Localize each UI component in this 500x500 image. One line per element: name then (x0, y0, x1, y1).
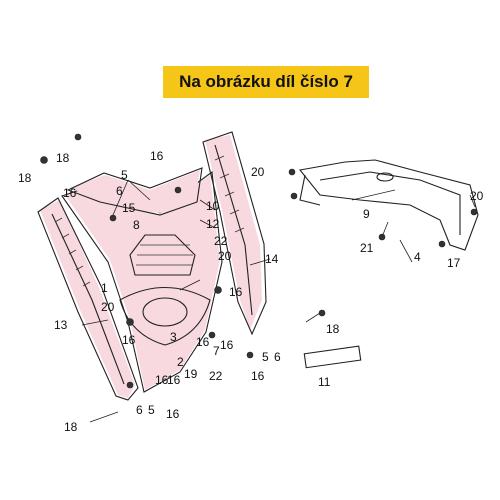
label-8: 8 (133, 218, 140, 232)
label-20-b: 20 (470, 189, 484, 203)
label-5-top: 5 (121, 168, 128, 182)
label-16-i: 16 (166, 407, 180, 421)
label-13: 13 (54, 318, 68, 332)
part-banner: Na obrázku díl číslo 7 (163, 66, 369, 98)
label-16-j: 16 (155, 373, 169, 387)
callout-labels: 1 2 3 4 5 5 5 6 6 6 7 8 9 10 11 12 13 14… (18, 149, 484, 434)
label-15: 15 (122, 201, 136, 215)
label-16-h: 16 (167, 373, 181, 387)
rear-bracket (298, 159, 479, 251)
label-9: 9 (363, 207, 370, 221)
label-22-a: 22 (214, 234, 228, 248)
label-18-b: 18 (18, 171, 32, 185)
label-19: 19 (184, 367, 198, 381)
label-16-c: 16 (229, 285, 243, 299)
hardware (40, 133, 478, 423)
label-17: 17 (447, 256, 461, 270)
label-14: 14 (265, 252, 279, 266)
small-cover (303, 345, 362, 369)
label-21: 21 (360, 241, 374, 255)
label-3: 3 (170, 330, 177, 344)
label-12: 12 (206, 217, 220, 231)
upper-panel (66, 167, 203, 216)
label-16-g: 16 (251, 369, 265, 383)
label-18-a: 18 (56, 151, 70, 165)
label-4: 4 (414, 250, 421, 264)
label-18-c: 18 (326, 322, 340, 336)
label-18-d: 18 (64, 420, 78, 434)
front-panel (61, 170, 223, 393)
label-20-a: 20 (251, 165, 265, 179)
label-20-c: 20 (218, 249, 232, 263)
label-6-top: 6 (116, 184, 123, 198)
label-2: 2 (177, 355, 184, 369)
label-16-a: 16 (150, 149, 164, 163)
label-11: 11 (318, 375, 331, 389)
label-5-bot: 5 (148, 403, 155, 417)
label-7: 7 (213, 344, 220, 358)
label-1: 1 (101, 281, 108, 295)
label-6-mid: 6 (274, 350, 281, 364)
label-16-f: 16 (196, 335, 210, 349)
label-16-b: 16 (63, 186, 77, 200)
label-16-d: 16 (122, 333, 136, 347)
right-side-cover (202, 131, 267, 336)
label-10: 10 (206, 199, 220, 213)
label-5-mid: 5 (262, 350, 269, 364)
label-20-d: 20 (101, 300, 115, 314)
label-6-bot: 6 (136, 403, 143, 417)
leader-lines (81, 179, 476, 326)
label-22-b: 22 (209, 369, 223, 383)
left-side-cover (37, 197, 139, 401)
label-16-e: 16 (220, 338, 234, 352)
